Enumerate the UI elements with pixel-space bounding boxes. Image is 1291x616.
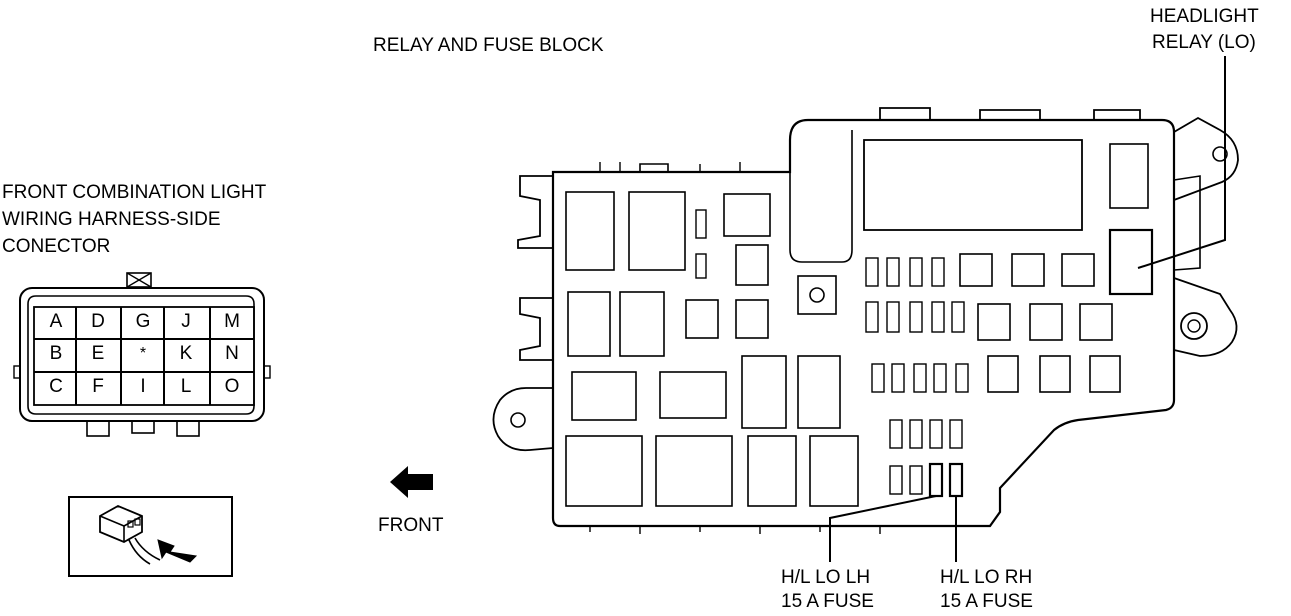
- connector-label-line-1: FRONT COMBINATION LIGHT: [2, 182, 267, 203]
- front-label: FRONT: [378, 515, 444, 536]
- pin-G: G: [135, 311, 151, 332]
- pin-blank: *: [139, 345, 147, 362]
- front-arrow-icon: [390, 466, 433, 498]
- connector-label-line-3: CONECTOR: [2, 236, 111, 257]
- probe-icon: [68, 496, 233, 577]
- fuse-rh-label-line-2: 15 A FUSE: [940, 591, 1033, 612]
- pin-M: M: [224, 311, 240, 332]
- fuse-lh-leader: [829, 495, 937, 562]
- pin-D: D: [91, 311, 105, 332]
- headlight-relay-label-line-2: RELAY (LO): [1152, 32, 1256, 53]
- pin-B: B: [49, 343, 63, 364]
- pin-L: L: [180, 376, 192, 397]
- pin-F: F: [92, 376, 104, 397]
- pin-K: K: [179, 343, 193, 364]
- diagram-title: RELAY AND FUSE BLOCK: [373, 35, 604, 56]
- pin-C: C: [49, 376, 63, 397]
- pin-I: I: [140, 376, 146, 397]
- fuse-rh-label-line-1: H/L LO RH: [940, 567, 1033, 588]
- fuse-lh-label-line-1: H/L LO LH: [781, 567, 871, 588]
- pin-J: J: [181, 311, 191, 332]
- headlight-relay-label-line-1: HEADLIGHT: [1150, 6, 1259, 27]
- headlight-relay-leader: [1137, 56, 1226, 269]
- connector-drawing: [13, 272, 271, 437]
- pin-N: N: [225, 343, 239, 364]
- fuse-lh-label-line-2: 15 A FUSE: [781, 591, 874, 612]
- leader-lines: [829, 56, 1226, 562]
- pin-A: A: [49, 311, 63, 332]
- pin-E: E: [91, 343, 105, 364]
- relay-fuse-block-drawing: [492, 107, 1239, 534]
- connector-label-line-2: WIRING HARNESS-SIDE: [2, 209, 221, 230]
- pin-O: O: [224, 376, 240, 397]
